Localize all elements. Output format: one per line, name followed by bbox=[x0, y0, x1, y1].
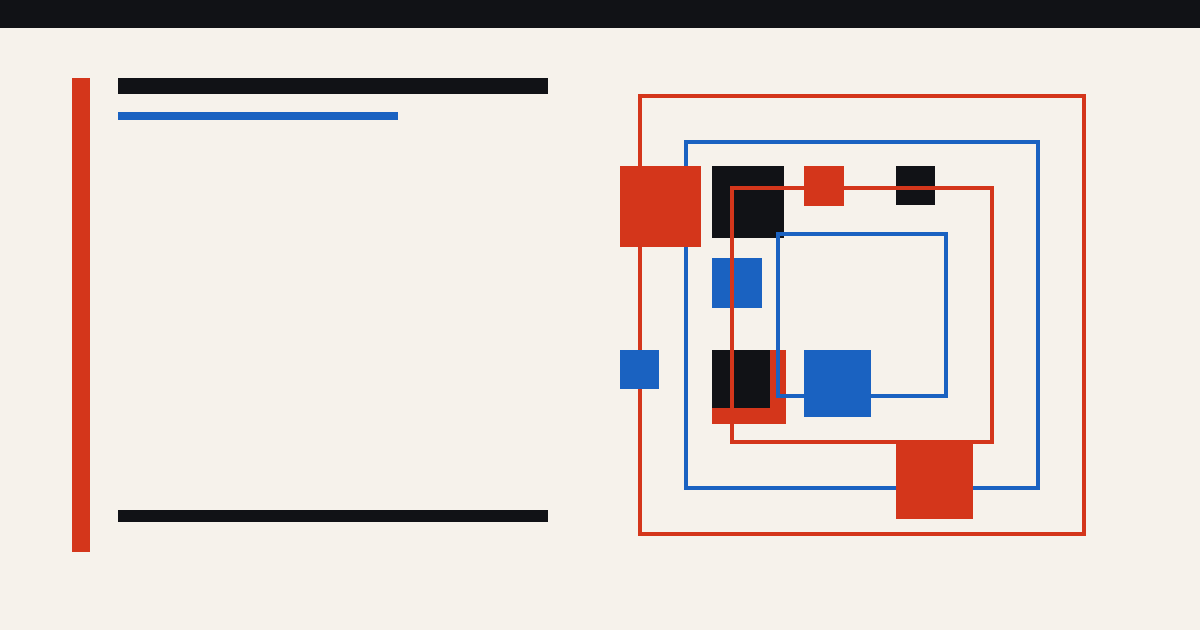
left-accent-bar bbox=[72, 78, 90, 552]
blue-block-mid bbox=[712, 258, 762, 308]
footer-bar bbox=[118, 510, 548, 522]
subtitle-bar bbox=[118, 112, 398, 120]
black-block-bottom bbox=[712, 350, 770, 408]
blue-block-large bbox=[804, 350, 871, 417]
red-block-large bbox=[620, 166, 701, 247]
red-block-bottom bbox=[896, 442, 973, 519]
blue-block-left bbox=[620, 350, 659, 389]
black-block-top bbox=[712, 166, 784, 238]
inner-blue-frame bbox=[776, 232, 948, 398]
black-block-small bbox=[896, 166, 935, 205]
top-bar bbox=[0, 0, 1200, 28]
title-bar bbox=[118, 78, 548, 94]
inner-red-frame bbox=[730, 186, 994, 444]
outer-red-frame bbox=[638, 94, 1086, 536]
outer-blue-frame bbox=[684, 140, 1040, 490]
